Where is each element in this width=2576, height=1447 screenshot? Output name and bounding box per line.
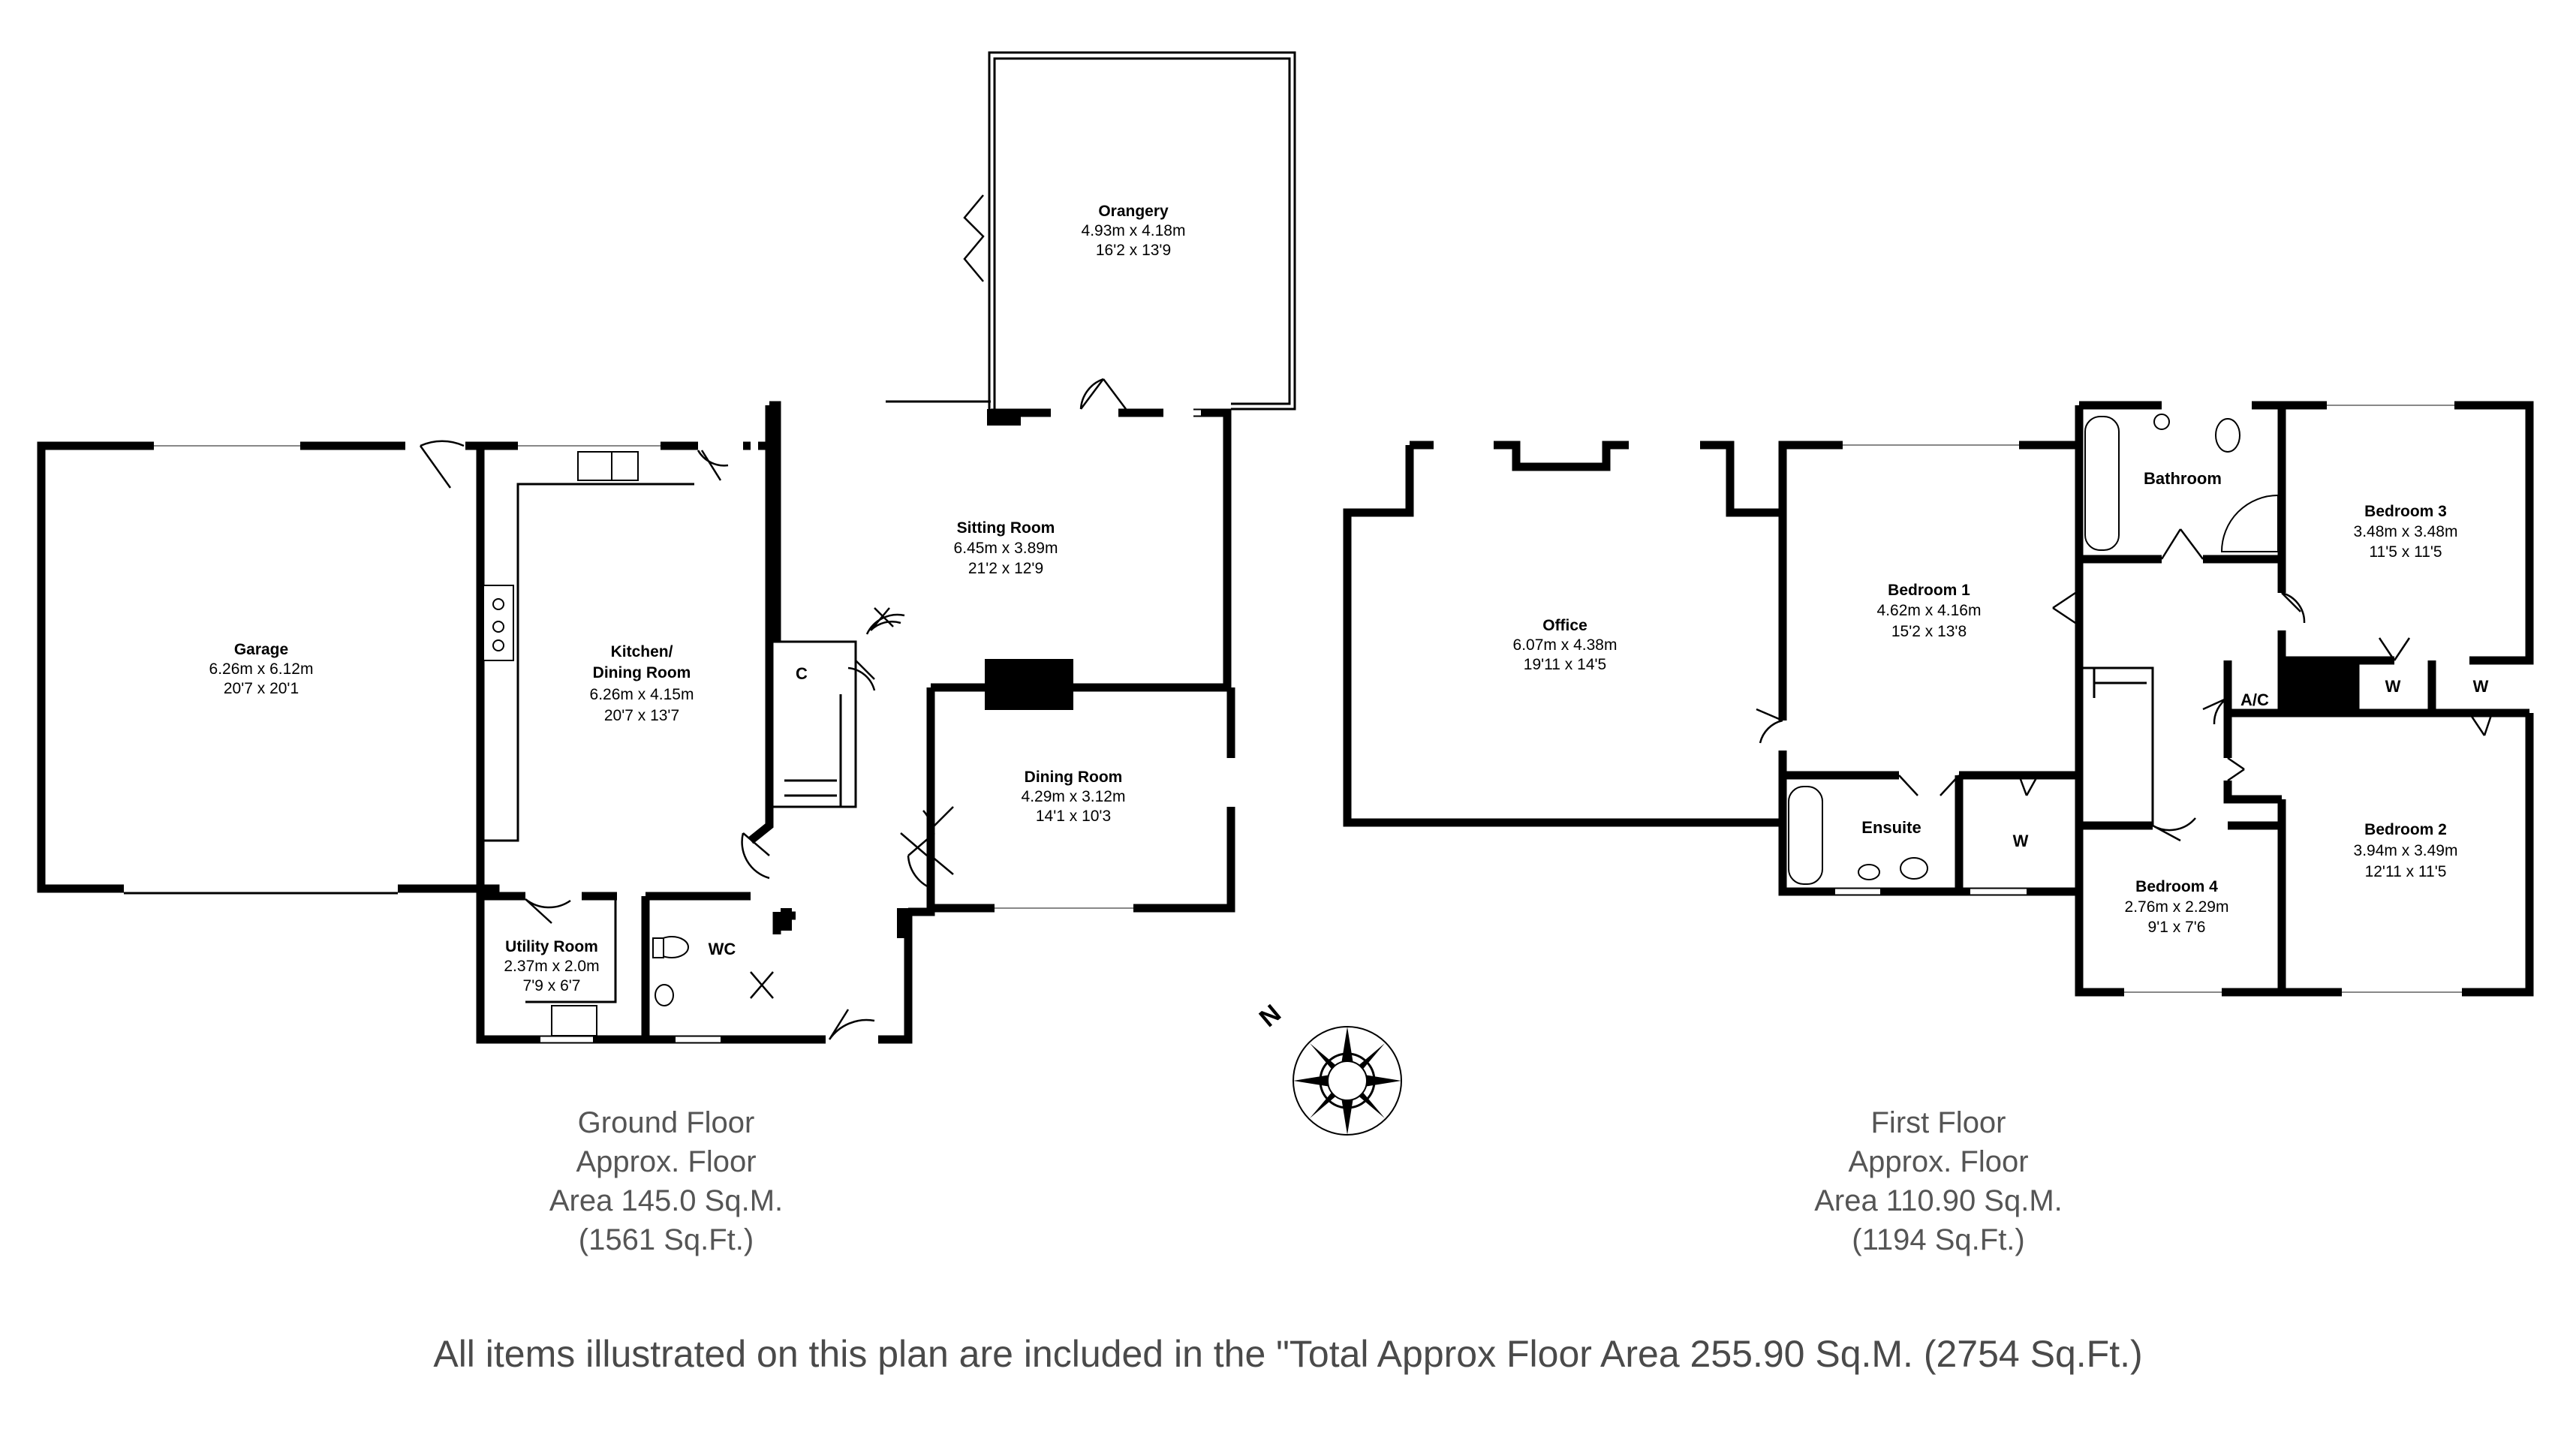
sitting-metric: 6.45m x 3.89m [954, 540, 1058, 557]
first-floor-line2: Approx. Floor [1848, 1145, 2029, 1178]
wardrobe1-name: W [2013, 832, 2029, 850]
kitchen-imperial: 20'7 x 13'7 [604, 707, 679, 724]
dining-name: Dining Room [1025, 769, 1123, 786]
ensuite-name: Ensuite [1861, 818, 1921, 837]
bedroom2-imperial: 12'11 x 11'5 [2365, 863, 2447, 880]
bedroom4-metric: 2.76m x 2.29m [2125, 898, 2229, 916]
bedroom3-room [2277, 401, 2534, 665]
bedroom1-imperial: 15'2 x 13'8 [1891, 623, 1967, 640]
utility-name: Utility Room [505, 938, 598, 955]
kitchen-name-line1: Kitchen/ [611, 643, 673, 660]
bedroom2-name: Bedroom 2 [2364, 821, 2447, 838]
kitchen-name-line2: Dining Room [593, 664, 691, 681]
bedroom3-imperial: 11'5 x 11'5 [2369, 543, 2442, 561]
wc-name: WC [709, 940, 736, 958]
dining-room [926, 687, 1235, 913]
cupboard-name: C [796, 664, 808, 683]
airing-name: A/C [2240, 690, 2269, 709]
garage-metric: 6.26m x 6.12m [209, 660, 314, 678]
garage-room [37, 440, 485, 895]
bedroom3-metric: 3.48m x 3.48m [2354, 523, 2458, 540]
first-floor-caption: First Floor Approx. Floor Area 110.90 Sq… [1723, 1103, 2154, 1259]
ground-floor-line2: Approx. Floor [576, 1145, 757, 1178]
total-area-note: All items illustrated on this plan are i… [433, 1333, 2143, 1375]
wardrobe3-name: W [2473, 677, 2489, 696]
bedroom4-room [2075, 826, 2282, 997]
dining-imperial: 14'1 x 10'3 [1036, 808, 1111, 825]
office-name: Office [1542, 617, 1587, 634]
ground-floor-area-sqm: Area 145.0 Sq.M. [549, 1184, 784, 1217]
bedroom1-metric: 4.62m x 4.16m [1877, 602, 1982, 619]
orangery-metric: 4.93m x 4.18m [1082, 222, 1186, 239]
wc-room [646, 892, 777, 1044]
first-floor-area-sqm: Area 110.90 Sq.M. [1814, 1184, 2063, 1217]
compass-rose: N [1254, 999, 1402, 1136]
orangery-imperial: 16'2 x 13'9 [1096, 242, 1171, 259]
first-floor-area-sqft: (1194 Sq.Ft.) [1852, 1223, 2025, 1256]
bedroom1-room [1778, 441, 2084, 796]
sitting-imperial: 21'2 x 12'9 [968, 560, 1043, 577]
bedroom3-name: Bedroom 3 [2364, 503, 2447, 520]
sitting-name: Sitting Room [957, 519, 1055, 537]
orangery-name: Orangery [1098, 203, 1169, 220]
first-floor-plan [1343, 401, 2534, 997]
bathroom-name: Bathroom [2144, 469, 2222, 488]
airing-cupboard [2202, 660, 2529, 736]
bathroom-room [2075, 401, 2286, 564]
ensuite-room [1778, 775, 1970, 896]
compass-north-label: N [1254, 999, 1286, 1033]
utility-metric: 2.37m x 2.0m [504, 958, 599, 975]
wardrobe2-name: W [2385, 677, 2401, 696]
dining-metric: 4.29m x 3.12m [1022, 788, 1126, 805]
first-floor-title: First Floor [1870, 1106, 2006, 1139]
ground-floor-area-sqft: (1561 Sq.Ft.) [578, 1223, 754, 1256]
garage-imperial: 20'7 x 20'1 [224, 680, 299, 697]
bedroom4-imperial: 9'1 x 7'6 [2148, 919, 2206, 936]
office-imperial: 19'11 x 14'5 [1524, 656, 1606, 673]
kitchen-metric: 6.26m x 4.15m [590, 686, 694, 703]
garage-name: Garage [234, 641, 288, 658]
room-labels: Garage 6.26m x 6.12m 20'7 x 20'1 Kitchen… [209, 203, 2489, 994]
ground-floor-title: Ground Floor [577, 1106, 755, 1139]
utility-imperial: 7'9 x 6'7 [523, 977, 581, 994]
ground-floor-caption: Ground Floor Approx. Floor Area 145.0 Sq… [450, 1103, 882, 1259]
office-room [1343, 441, 1787, 827]
bedroom1-name: Bedroom 1 [1888, 582, 1970, 599]
sitting-room [769, 378, 1232, 710]
ground-floor-plan [37, 51, 1296, 1044]
bedroom4-name: Bedroom 4 [2135, 878, 2218, 895]
orangery-room [963, 51, 1296, 411]
bedroom2-metric: 3.94m x 3.49m [2354, 842, 2458, 859]
office-metric: 6.07m x 4.38m [1513, 636, 1618, 654]
utility-room [476, 889, 650, 1044]
